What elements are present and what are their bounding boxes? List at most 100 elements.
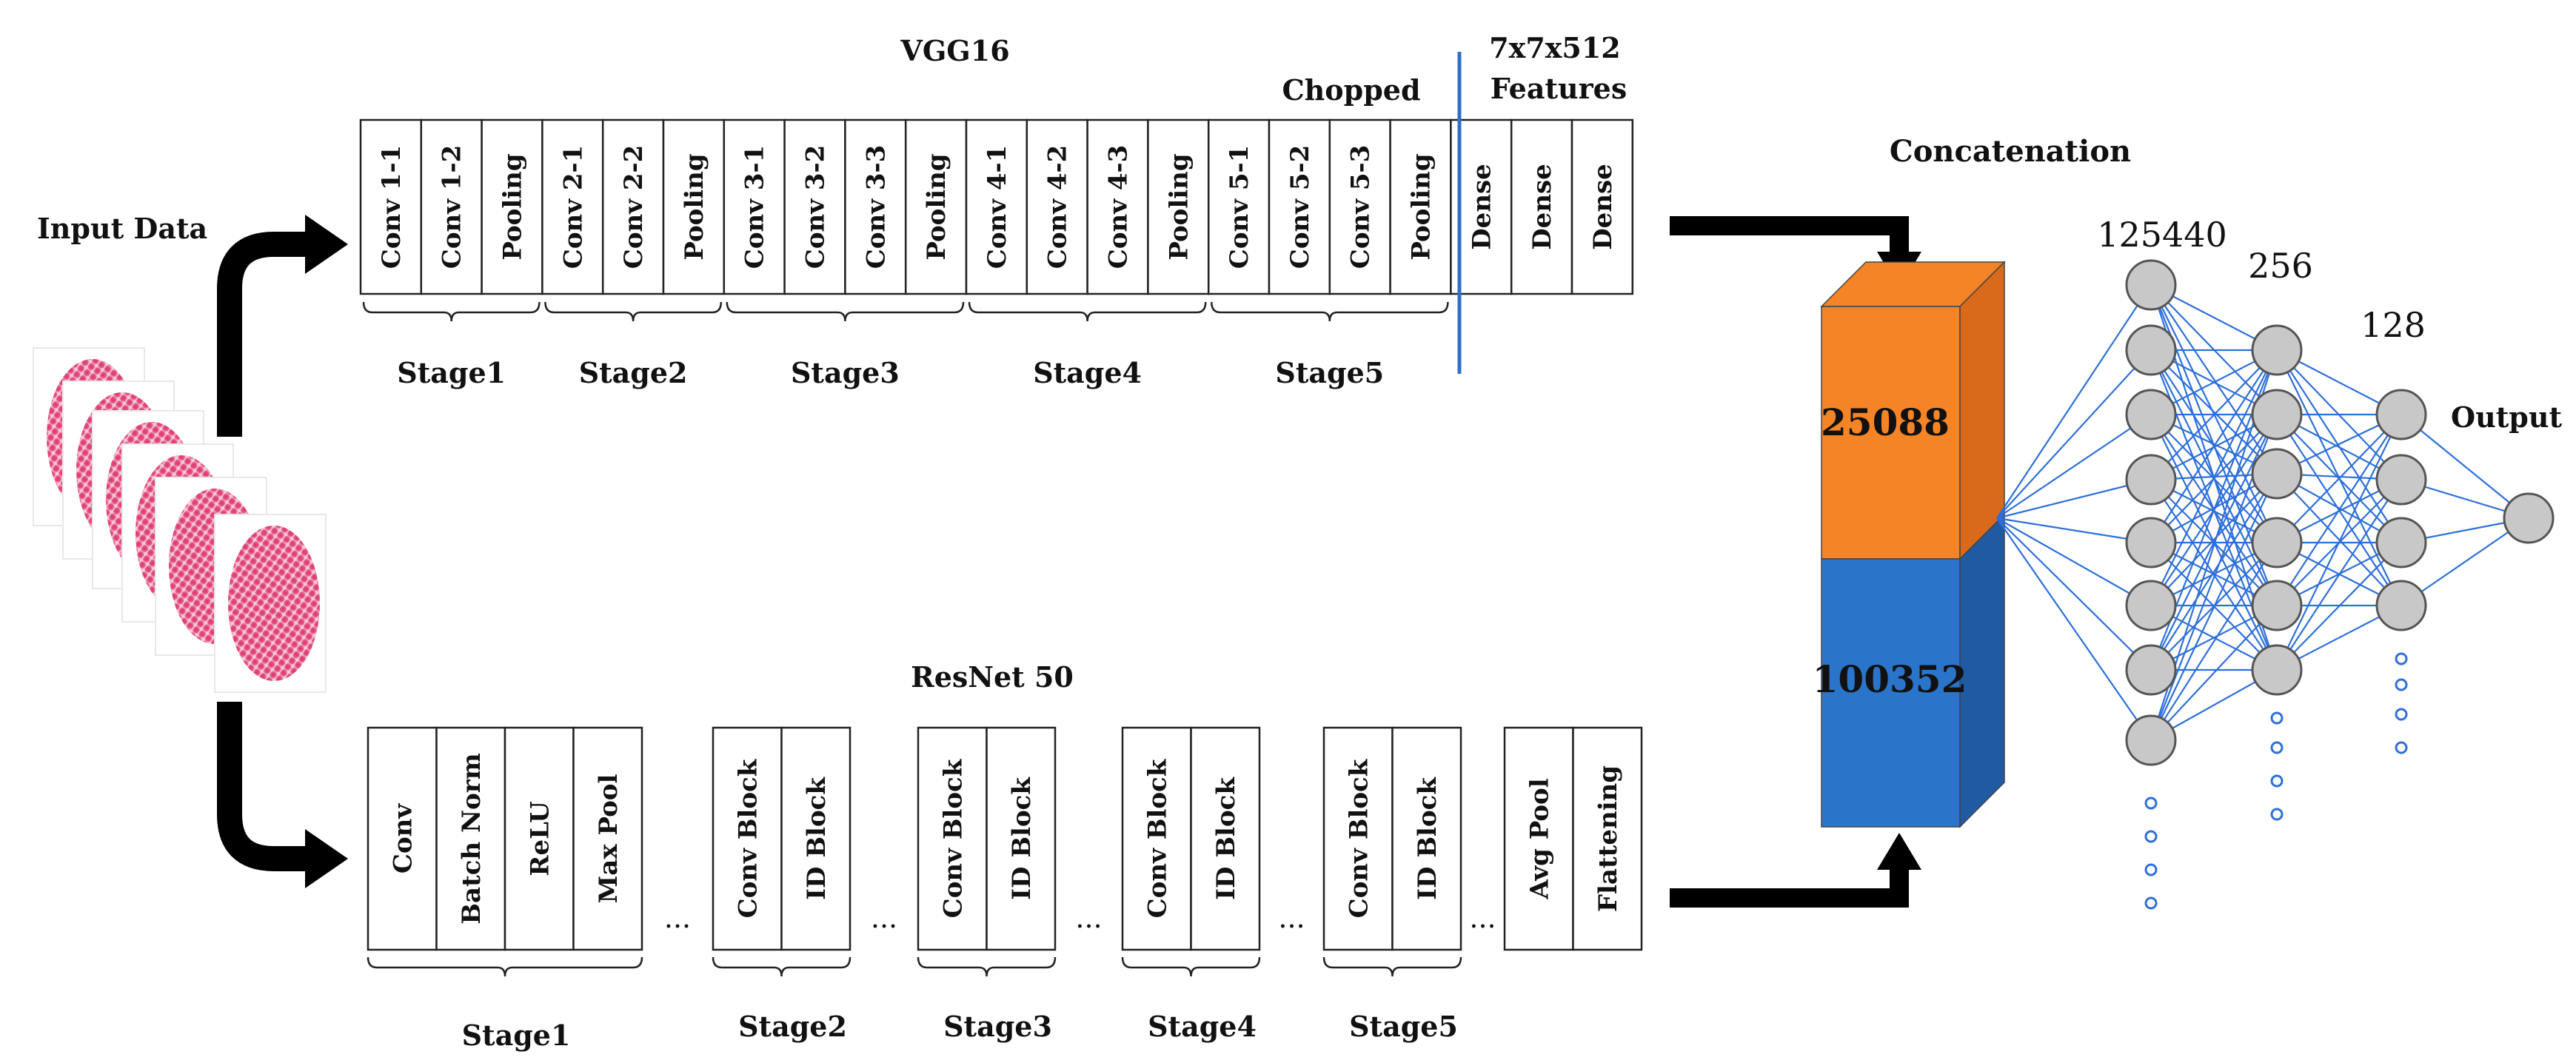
input-arrows [217, 215, 348, 888]
output-node [2503, 492, 2555, 544]
vgg-stage-brace-1 [362, 301, 541, 322]
network-nodes [2125, 259, 2555, 910]
resnet-layer-conv-block-box [712, 726, 783, 951]
layer1-node [2125, 389, 2177, 440]
layer2-continuation-dot [2270, 711, 2284, 725]
network-edge [2150, 349, 2278, 543]
vgg16-title: VGG16 [900, 34, 1009, 67]
layer1-continuation-dot [2144, 896, 2158, 910]
vgg-layer-conv-5-3-label: Conv 5-3 [1346, 145, 1376, 269]
resnet-layer-conv-block-label: Conv Block [1344, 758, 1374, 918]
vgg-layer-conv-1-1-box [359, 118, 423, 295]
vgg-layer-conv-5-1-label: Conv 5-1 [1225, 145, 1254, 269]
vgg-layer-conv-5-2-box [1268, 118, 1331, 295]
resnet-layer-id-block-label: ID Block [802, 777, 832, 900]
network-edge [2276, 473, 2402, 606]
resnet-stage-brace-4 [1121, 956, 1261, 977]
layer1-node [2125, 324, 2177, 376]
layer1-node [2125, 454, 2177, 506]
vgg-layer-conv-3-1-box [723, 118, 786, 295]
resnet-stage-brace-1 [367, 956, 643, 977]
resnet-layer-id-block-label: ID Block [1007, 777, 1037, 900]
vgg-stage-label-2: Stage2 [579, 356, 688, 389]
resnet-layer-conv-block-box [1322, 726, 1394, 951]
resnet-layer-conv-block-label: Conv Block [938, 758, 968, 918]
network-edge [1996, 517, 2152, 741]
resnet-ellipsis: ... [1469, 902, 1496, 934]
resnet-layer-max-pool-label: Max Pool [594, 774, 623, 904]
vgg-layer-dense-label: Dense [1588, 164, 1618, 250]
resnet-ellipsis: ... [1075, 902, 1102, 934]
resnet-layer-id-block-label: ID Block [1413, 777, 1442, 900]
network-edge [2276, 414, 2402, 543]
vgg-layer-conv-4-1-box [965, 118, 1028, 295]
network-edge [1996, 517, 2152, 671]
vgg-stage-label-5: Stage5 [1275, 356, 1384, 389]
input-data-label: Input Data [37, 212, 207, 245]
network-edge [2276, 414, 2402, 671]
vgg-layer-pooling-label: Pooling [922, 153, 951, 260]
network-edge [1996, 349, 2152, 519]
network-edge [2150, 605, 2278, 741]
resnet-stage-label-5: Stage5 [1349, 1010, 1458, 1043]
vgg-layer-pooling-label: Pooling [680, 153, 709, 260]
layer2-node [2251, 324, 2303, 376]
chopped-label: Chopped [1282, 73, 1420, 107]
vgg-layer-pooling-box [904, 118, 968, 295]
layer3-continuation-dot [2395, 741, 2408, 754]
vgg-layer-pooling-label: Pooling [1164, 153, 1194, 260]
concat-resnet-segment [1821, 558, 1961, 828]
network-edge [2150, 414, 2278, 671]
layer3-continuation-dot [2395, 652, 2408, 665]
output-label: Output [2451, 400, 2562, 434]
vgg-layer-conv-3-3-box [844, 118, 907, 295]
resnet-layer-max-pool-box [572, 726, 643, 951]
vgg-layer-pooling-box [662, 118, 726, 295]
vgg-layer-conv-4-1-label: Conv 4-1 [983, 145, 1012, 269]
resnet-stage-label-3: Stage3 [943, 1010, 1052, 1043]
fingerprint-image [214, 514, 327, 693]
layer1-node [2125, 580, 2177, 631]
resnet-layer-flattening-box [1572, 726, 1643, 951]
resnet-stage-label-2: Stage2 [738, 1010, 847, 1043]
concatenation-block [1820, 261, 2006, 828]
features-label-line2: Features [1491, 72, 1627, 105]
resnet-layer-relu-label: ReLU [525, 801, 555, 876]
resnet-layer-relu-box [504, 726, 575, 951]
network-edge [2150, 473, 2278, 606]
resnet-layer-id-block-box [1391, 726, 1462, 951]
layer3-node [2375, 454, 2427, 506]
vgg-layer-dense-box [1570, 118, 1634, 295]
vgg-layer-conv-4-2-box [1026, 118, 1088, 295]
vgg-layer-conv-5-1-box [1207, 118, 1271, 295]
network-edge [2150, 349, 2278, 475]
layer1-continuation-dot [2144, 797, 2158, 810]
resnet-ellipsis: ... [871, 902, 897, 934]
vgg-layer-dense-box [1510, 118, 1573, 295]
resnet-layer-conv-block-label: Conv Block [1143, 758, 1172, 918]
resnet-layer-conv-block-label: Conv Block [733, 758, 763, 918]
vgg-stage-brace-4 [968, 301, 1207, 322]
vgg-stage-label-4: Stage4 [1033, 356, 1142, 389]
resnet-layer-avg-pool-label: Avg Pool [1525, 778, 1554, 899]
vgg-layer-conv-4-2-label: Conv 4-2 [1043, 145, 1073, 269]
layer2-node [2251, 517, 2303, 569]
features-label-line1: 7x7x512 [1489, 31, 1621, 64]
layer1-node [2125, 517, 2177, 569]
layer3-node [2375, 580, 2427, 631]
vgg-layer-conv-1-2-label: Conv 1-2 [438, 145, 467, 269]
resnet-layer-id-block-box [1190, 726, 1261, 951]
layer2-node [2251, 644, 2303, 696]
vgg-layer-conv-4-3-label: Conv 4-3 [1104, 145, 1134, 269]
resnet-layer-id-block-label: ID Block [1211, 777, 1241, 900]
vgg-layer-pooling-label: Pooling [498, 153, 528, 260]
network-edge [2276, 542, 2402, 671]
vgg-layer-conv-4-3-box [1086, 118, 1149, 295]
layer1-node [2125, 259, 2177, 311]
vgg-layer-conv-3-2-label: Conv 3-2 [801, 145, 831, 269]
network-edge [2150, 542, 2278, 741]
